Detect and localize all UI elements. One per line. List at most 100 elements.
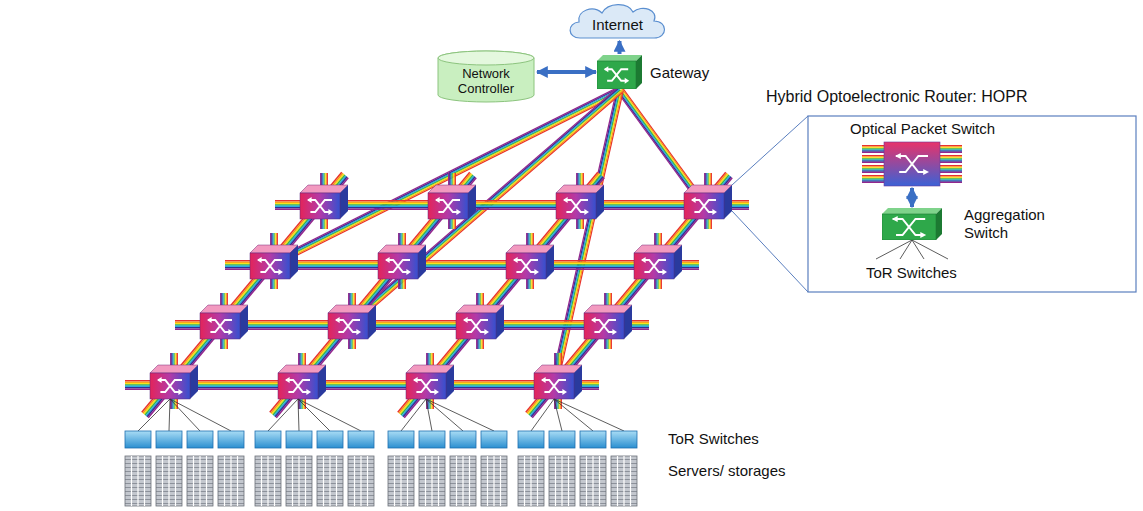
switch-arrowhead	[562, 389, 567, 395]
server-rack	[611, 456, 637, 506]
switch-arrowhead	[691, 197, 696, 203]
gateway-switch	[597, 55, 642, 89]
router-front	[428, 193, 468, 219]
rack-divider	[323, 456, 324, 506]
switch-arrowhead	[328, 209, 333, 215]
fiber-strand	[272, 174, 472, 414]
router-side	[190, 365, 198, 399]
router-side	[674, 245, 682, 279]
router-front	[250, 253, 290, 279]
fiber-strand	[531, 177, 731, 417]
switch-arrowhead	[563, 197, 568, 203]
aggregation-switch: Aggregation Switch	[882, 206, 1060, 242]
switch-arrowhead	[228, 329, 233, 335]
switch-arrowhead	[534, 269, 539, 275]
controller-cylinder: Network Controller	[436, 50, 536, 104]
switch-arrowhead	[641, 257, 646, 263]
switch-arrowhead	[306, 389, 311, 395]
switch-arrowhead	[278, 269, 283, 275]
server-rack	[450, 456, 476, 506]
rack-divider	[555, 456, 556, 506]
tor-link	[298, 399, 330, 431]
switch-arrowhead	[335, 317, 340, 323]
switch-arrowhead	[434, 389, 439, 395]
tor-link	[169, 399, 170, 431]
server-rack	[125, 456, 151, 506]
fiber-strand	[274, 176, 474, 416]
router-label: Hybrid Optoelectronic Router: HOPR	[766, 88, 1027, 106]
router-top	[556, 185, 604, 193]
router-side	[624, 305, 632, 339]
rack-divider	[298, 456, 299, 506]
rack-divider	[267, 456, 268, 506]
connector-arrow	[910, 188, 914, 207]
fiber-strand	[145, 175, 345, 415]
router-front	[634, 253, 674, 279]
box-front	[882, 214, 936, 240]
tor-link	[170, 399, 200, 431]
switch-arrowhead	[435, 197, 440, 203]
switch-arrowhead	[484, 329, 489, 335]
fiber-strand	[144, 174, 344, 414]
box-top	[597, 55, 642, 61]
rack-divider	[144, 456, 145, 506]
router-front	[328, 313, 368, 339]
tor-switch	[317, 431, 343, 448]
gateway-icon	[597, 55, 642, 89]
tor-label: ToR Switches	[668, 430, 759, 447]
tor-switch	[348, 431, 374, 448]
rack-divider	[630, 456, 631, 506]
rack-divider	[394, 456, 395, 506]
fiber-strand	[269, 87, 619, 262]
switch-arrowhead	[892, 216, 898, 222]
fiber-strand	[404, 178, 604, 418]
fiber-strand	[532, 178, 732, 418]
rack-divider	[469, 456, 470, 506]
server-rack	[580, 456, 606, 506]
rack-divider	[407, 456, 408, 506]
connector-arrow	[618, 41, 622, 54]
node-text: Gateway	[650, 64, 709, 81]
router-front	[200, 313, 240, 339]
rack-divider	[524, 456, 525, 506]
router-top	[534, 365, 582, 373]
fiber-strand	[403, 177, 603, 417]
rack-divider	[530, 456, 531, 506]
router-front	[378, 253, 418, 279]
rack-divider	[592, 456, 593, 506]
hopr-router	[328, 293, 376, 349]
switch-arrowhead	[513, 257, 518, 263]
server-rack	[348, 456, 374, 506]
hopr-router	[584, 293, 632, 349]
switch-arrowhead	[612, 329, 617, 335]
switch-arrowhead	[923, 169, 929, 175]
router-front	[278, 373, 318, 399]
tor-switch	[481, 431, 507, 448]
hopr-router	[634, 233, 682, 289]
switch-arrowhead	[356, 329, 361, 335]
router-top	[406, 365, 454, 373]
inset-tor-link	[900, 240, 912, 259]
switch-arrowhead	[604, 66, 609, 72]
switch-arrowhead	[307, 197, 312, 203]
rack-divider	[568, 456, 569, 506]
switch-arrowhead	[625, 78, 630, 84]
rack-divider	[438, 456, 439, 506]
tor-link	[170, 399, 231, 431]
tor-switch	[187, 431, 213, 448]
fiber-strand	[269, 88, 619, 263]
switch-arrowhead	[178, 389, 183, 395]
tor-link	[554, 399, 562, 431]
rack-divider	[586, 456, 587, 506]
tor-link	[401, 399, 426, 431]
router-side	[546, 245, 554, 279]
rack-divider	[456, 456, 457, 506]
box-top	[882, 208, 942, 214]
router-top	[328, 305, 376, 313]
server-rack	[549, 456, 575, 506]
tor-switch	[580, 431, 606, 448]
router-top	[634, 245, 682, 253]
fiber-strand	[143, 173, 343, 413]
rack-divider	[500, 456, 501, 506]
